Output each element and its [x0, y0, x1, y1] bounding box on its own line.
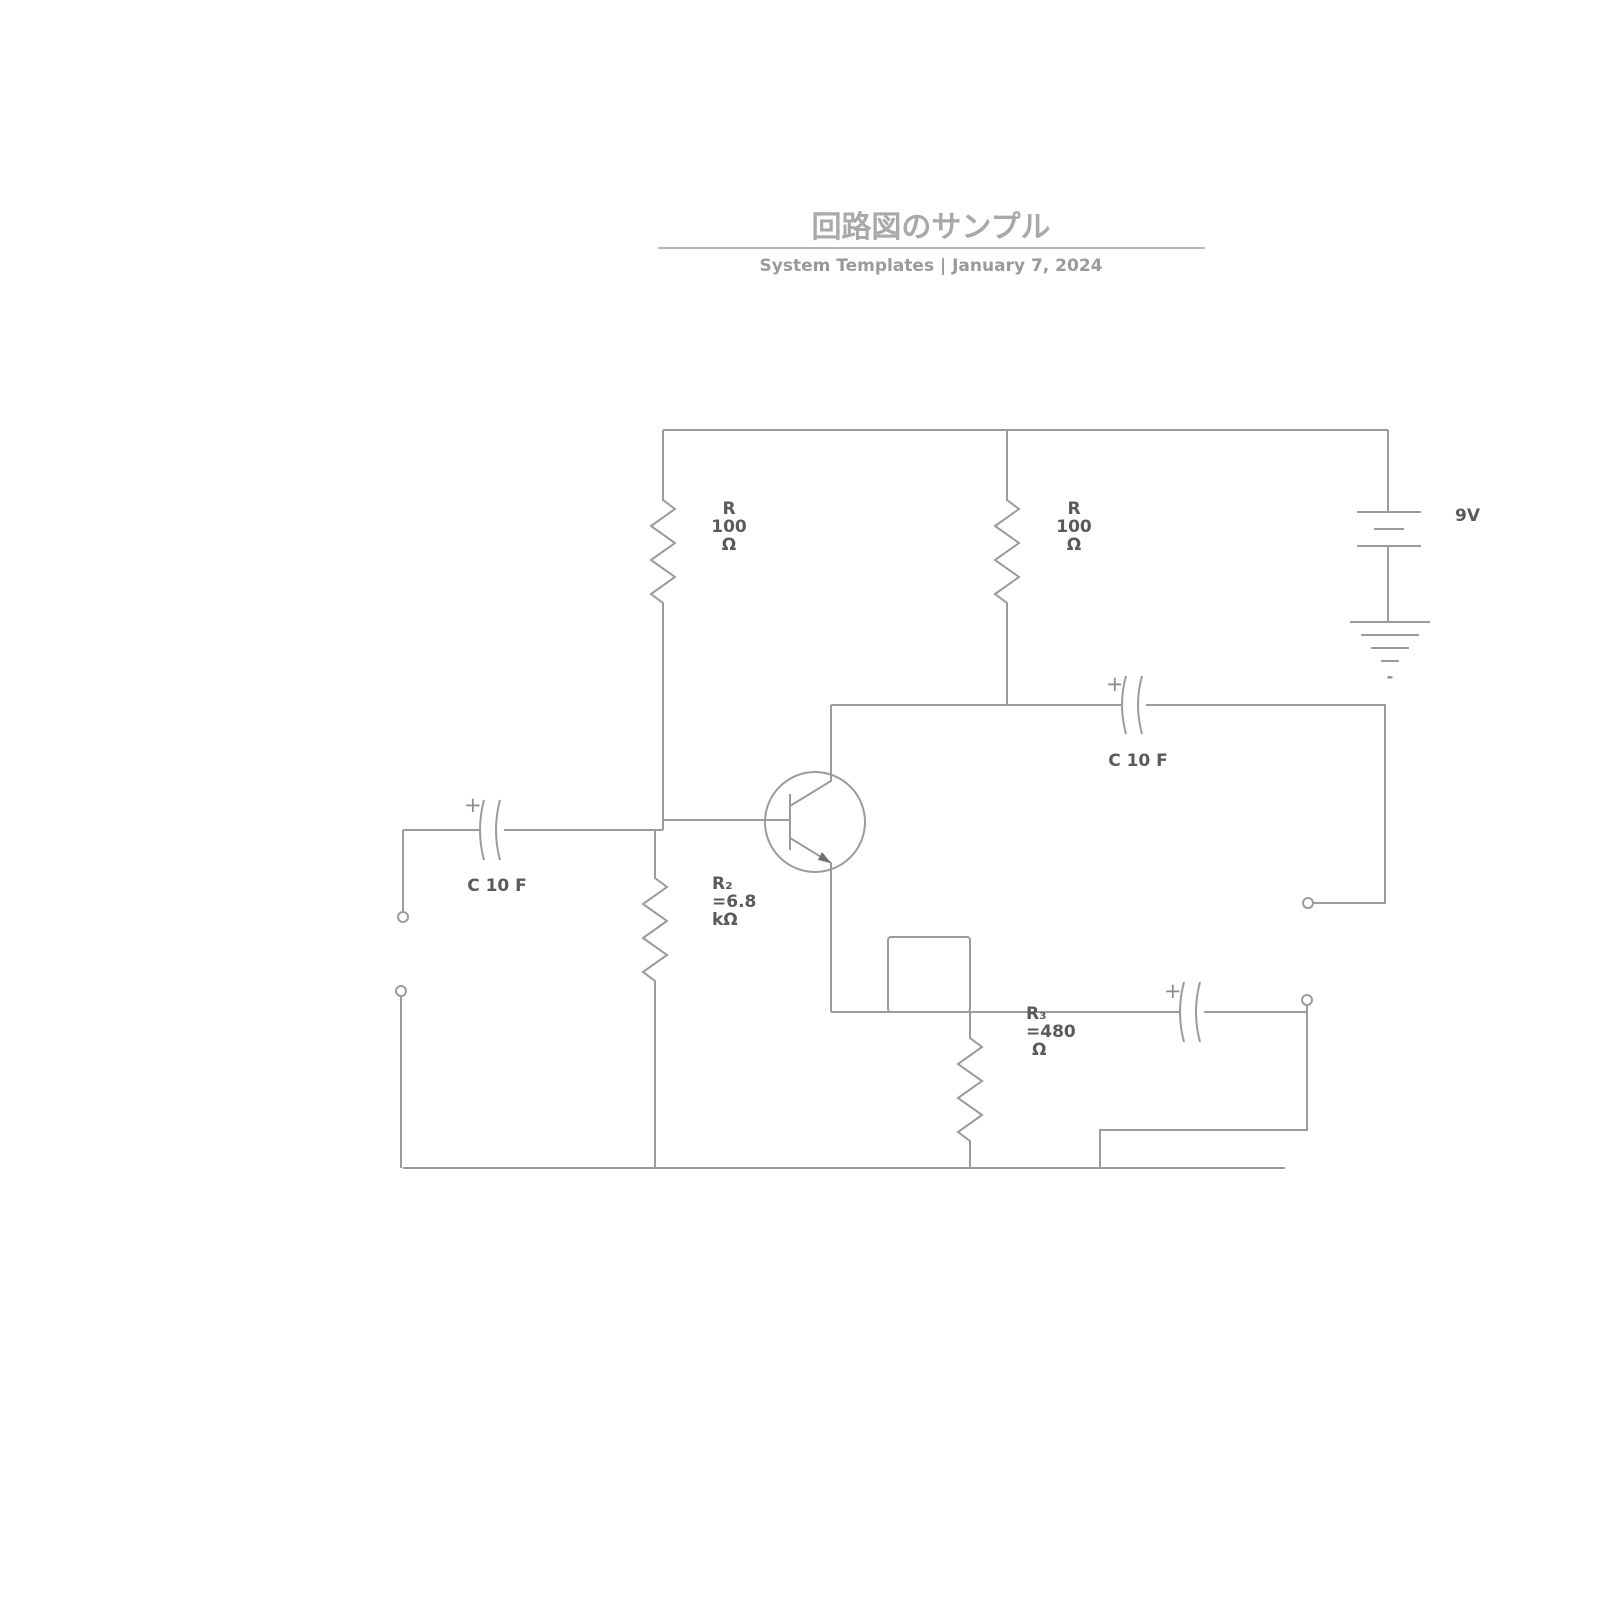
component-box	[887, 936, 971, 1013]
cap-in-plate-right	[495, 799, 501, 861]
resistor-r1-left-name: R	[722, 499, 735, 519]
resistor-r1-left-body	[649, 430, 677, 830]
resistor-r1-left-value: 100	[711, 517, 747, 537]
resistor-r1-right-unit: Ω	[1067, 535, 1081, 555]
input-terminal-top	[397, 911, 409, 923]
transistor-body	[764, 771, 866, 873]
cap-in-plate-left	[479, 799, 485, 861]
wire-collector-rail-right	[1146, 704, 1386, 904]
resistor-r1-right-body	[993, 430, 1021, 705]
capacitor-top: + C 10 F	[831, 672, 1386, 909]
transistor	[663, 705, 866, 1012]
resistor-r2: R₂ =6.8 kΩ	[641, 830, 756, 1168]
resistor-r1-right-value: 100	[1056, 517, 1092, 537]
output-terminal-top	[1302, 897, 1314, 909]
output-terminal-bottom	[1301, 994, 1313, 1006]
input-port	[395, 830, 409, 1168]
resistor-r1-right: R 100 Ω	[993, 430, 1092, 705]
output-port	[1099, 994, 1313, 1168]
cap-in-plus-sign: +	[464, 793, 482, 817]
resistor-r2-body	[641, 830, 669, 1168]
cap-in-label: C 10 F	[467, 876, 527, 896]
resistor-r3-body	[956, 1012, 984, 1168]
resistor-r1-right-name: R	[1067, 499, 1080, 519]
emitter-arrow-icon	[818, 852, 831, 863]
header: 回路図のサンプル System Templates | January 7, 2…	[658, 210, 1205, 276]
cap-out-plate-left	[1179, 981, 1185, 1043]
resistor-r2-value: =6.8	[712, 892, 756, 912]
cap-top-plate-left	[1121, 675, 1127, 735]
resistor-r2-unit: kΩ	[712, 910, 738, 930]
battery-voltage-label: 9V	[1455, 506, 1481, 526]
capacitor-input: + C 10 F	[403, 793, 663, 896]
resistor-r2-name: R₂	[712, 874, 733, 894]
wire-output-return	[1099, 1005, 1308, 1168]
resistor-r3-name: R₃	[1026, 1004, 1047, 1024]
resistor-r1-left: R 100 Ω	[649, 430, 747, 830]
page-subtitle: System Templates | January 7, 2024	[760, 256, 1103, 276]
cap-out-plus-sign: +	[1164, 979, 1182, 1003]
wire-emitter	[789, 837, 832, 1012]
battery: 9V	[1357, 430, 1481, 621]
resistor-r1-left-unit: Ω	[722, 535, 736, 555]
cap-top-plate-right	[1137, 675, 1143, 735]
ground-symbol: -	[1350, 621, 1430, 686]
cap-top-plus-sign: +	[1106, 672, 1124, 696]
capacitor-output: +	[1164, 979, 1307, 1043]
input-terminal-bottom	[395, 985, 407, 997]
page-title: 回路図のサンプル	[811, 210, 1050, 245]
cap-top-label: C 10 F	[1108, 751, 1168, 771]
cap-out-plate-right	[1195, 981, 1201, 1043]
ground-minus-label: -	[1387, 667, 1394, 686]
resistor-r3-value: =480	[1026, 1022, 1076, 1042]
resistor-r3-unit: Ω	[1032, 1040, 1046, 1060]
wire-collector	[789, 705, 832, 807]
resistor-r3: R₃ =480 Ω	[956, 1004, 1076, 1168]
